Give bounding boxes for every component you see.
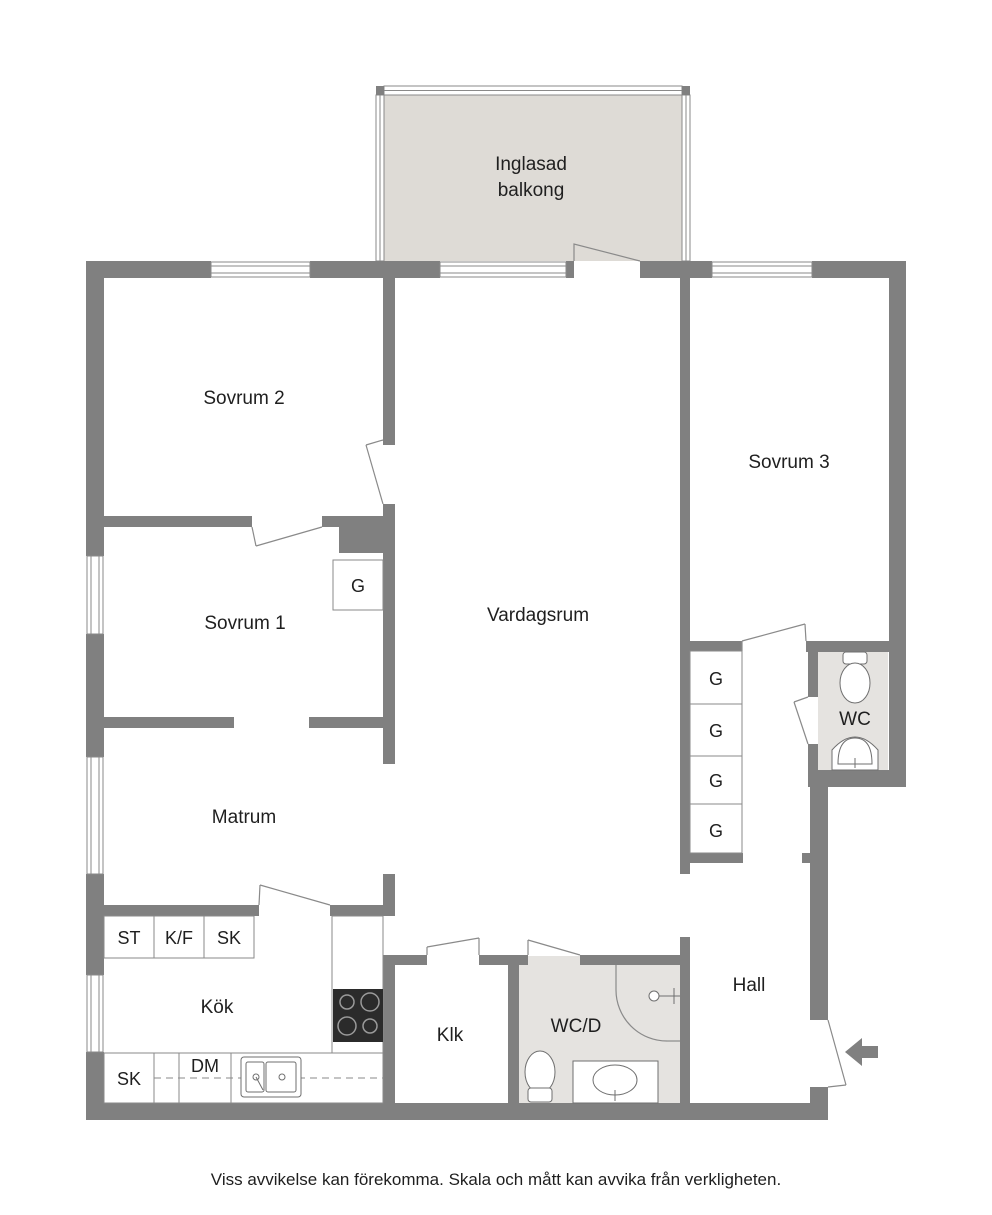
cabinet-label: SK <box>217 928 241 948</box>
bath-basin-icon <box>572 1060 659 1104</box>
wardrobe-label: G <box>709 771 723 791</box>
wardrobe-label: G <box>351 576 365 596</box>
shower-head-icon <box>648 988 680 1004</box>
bathroom-label: WC/D <box>551 1016 602 1037</box>
hall-label: Hall <box>733 975 766 996</box>
kitchen-label: Kök <box>201 997 234 1018</box>
walls <box>86 261 906 1120</box>
cabinet-label: SK <box>117 1069 141 1089</box>
shower <box>615 965 680 1042</box>
balcony-label-line2: balkong <box>498 180 565 201</box>
wardrobe-label: G <box>709 821 723 841</box>
balcony-corners <box>376 86 690 95</box>
wc-label: WC <box>839 709 871 730</box>
wc-basin-icon <box>831 736 879 771</box>
dining-room-label: Matrum <box>212 807 276 828</box>
wardrobe-label: G <box>709 721 723 741</box>
wardrobe-label: G <box>709 669 723 689</box>
doors <box>251 243 847 1088</box>
balcony-floor <box>383 93 684 261</box>
kitchen-sink-icon <box>240 1056 302 1098</box>
entrance-arrow-icon <box>845 1038 878 1066</box>
windows <box>86 261 813 1053</box>
disclaimer-text: Viss avvikelse kan förekomma. Skala och … <box>210 1170 782 1189</box>
stove-cabinet-label: ST <box>117 928 140 948</box>
dishwasher-label: DM <box>191 1056 219 1076</box>
wardrobes <box>332 559 743 854</box>
fridge-freezer-label: K/F <box>165 928 193 948</box>
bath-toilet-icon <box>524 1050 556 1103</box>
closet-label: Klk <box>437 1025 464 1046</box>
bedroom3-label: Sovrum 3 <box>748 452 829 473</box>
stove-icon <box>333 989 383 1042</box>
balcony-label-line1: Inglasad <box>495 154 567 175</box>
bedroom1-label: Sovrum 1 <box>204 613 285 634</box>
living-room-label: Vardagsrum <box>487 605 589 626</box>
toilet-icon <box>839 651 871 704</box>
bedroom2-label: Sovrum 2 <box>203 388 284 409</box>
